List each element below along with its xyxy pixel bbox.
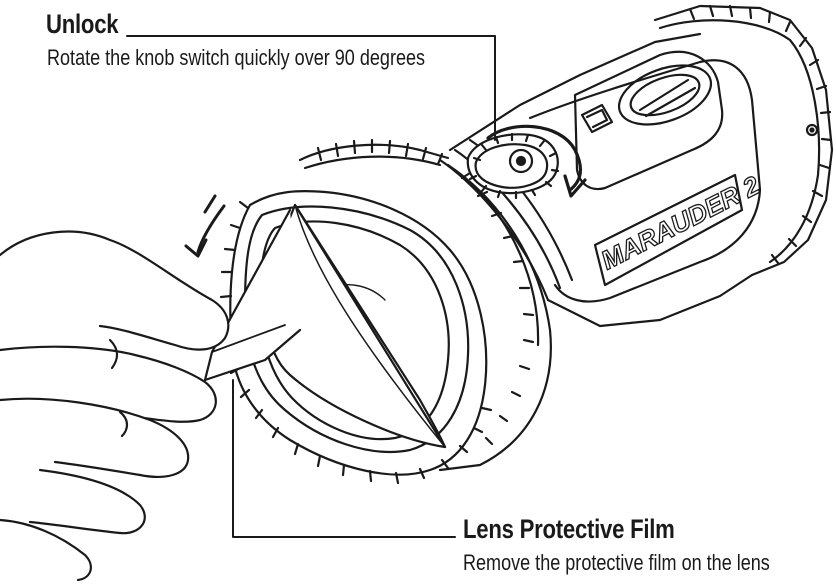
callout-lines <box>126 35 496 538</box>
model-logo: MARAUDER 2 <box>595 169 765 276</box>
unlock-title: Unlock <box>46 9 119 39</box>
film-callout-line <box>232 379 456 538</box>
lens-film-title: Lens Protective Film <box>463 514 675 544</box>
unlock-callout-line <box>126 35 496 141</box>
unlock-description: Rotate the knob switch quickly over 90 d… <box>47 45 426 70</box>
knob-switch <box>466 132 560 200</box>
pull-motion-icon <box>184 194 226 258</box>
flashlight-body <box>203 4 834 485</box>
hand-illustration <box>0 230 230 582</box>
lens-film-description: Remove the protective film on the lens <box>463 550 770 575</box>
rotation-arrow-icon <box>486 124 587 198</box>
svg-text:MARAUDER 2: MARAUDER 2 <box>596 170 765 276</box>
